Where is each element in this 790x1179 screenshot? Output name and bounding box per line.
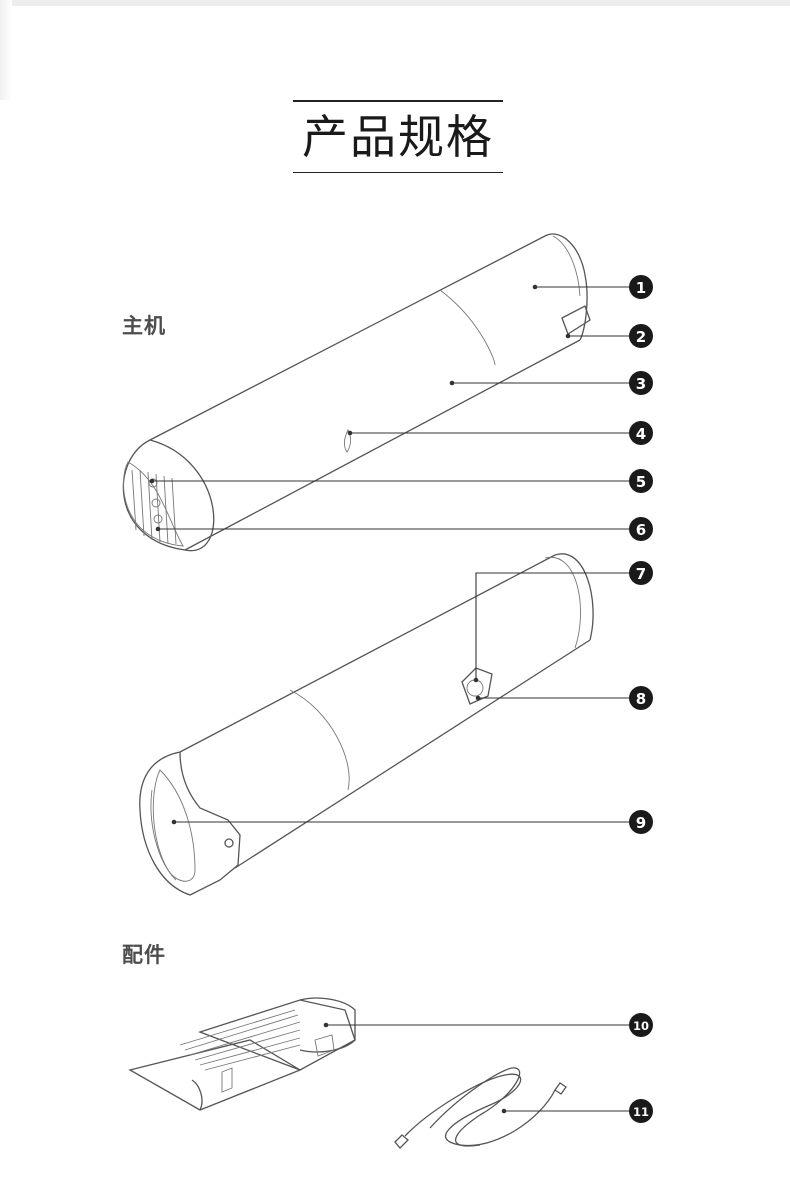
callout-11-number: 11 (633, 1105, 649, 1119)
callout-9-number: 9 (636, 814, 646, 832)
brush-nozzle-drawing (128, 997, 356, 1111)
leader-lines (149, 284, 630, 1114)
callout-11: 11 (629, 1099, 653, 1123)
callout-7-number: 7 (636, 565, 646, 583)
callout-2-number: 2 (636, 328, 646, 346)
callout-4: 4 (629, 421, 653, 445)
callout-10-number: 10 (633, 1019, 649, 1033)
page-title: 产品规格 (302, 109, 494, 164)
title-block: 产品规格 (293, 100, 503, 173)
callout-7: 7 (629, 561, 653, 585)
top-bar (0, 0, 790, 6)
section-label-accessories: 配件 (122, 943, 166, 967)
charging-cable-drawing (394, 1067, 567, 1149)
title-rule-bottom (293, 171, 503, 173)
callout-6-number: 6 (636, 521, 646, 539)
callout-1-number: 1 (636, 279, 646, 297)
callout-8: 8 (629, 686, 653, 710)
callout-5-number: 5 (636, 473, 646, 491)
brush-bristles (179, 1009, 301, 1071)
callout-5: 5 (629, 469, 653, 493)
main-unit-front-drawing (122, 233, 591, 552)
callout-3: 3 (629, 371, 653, 395)
main-unit-back-drawing (139, 553, 594, 896)
callout-8-number: 8 (636, 690, 646, 708)
title-rule-top (293, 100, 503, 102)
callout-3-number: 3 (636, 375, 646, 393)
callout-2: 2 (629, 324, 653, 348)
corner-shade (0, 0, 12, 100)
callout-4-number: 4 (636, 425, 646, 443)
callout-6: 6 (629, 517, 653, 541)
section-label-main-unit: 主机 (122, 314, 166, 338)
callout-10: 10 (629, 1013, 653, 1037)
callout-1: 1 (629, 275, 653, 299)
callout-9: 9 (629, 810, 653, 834)
